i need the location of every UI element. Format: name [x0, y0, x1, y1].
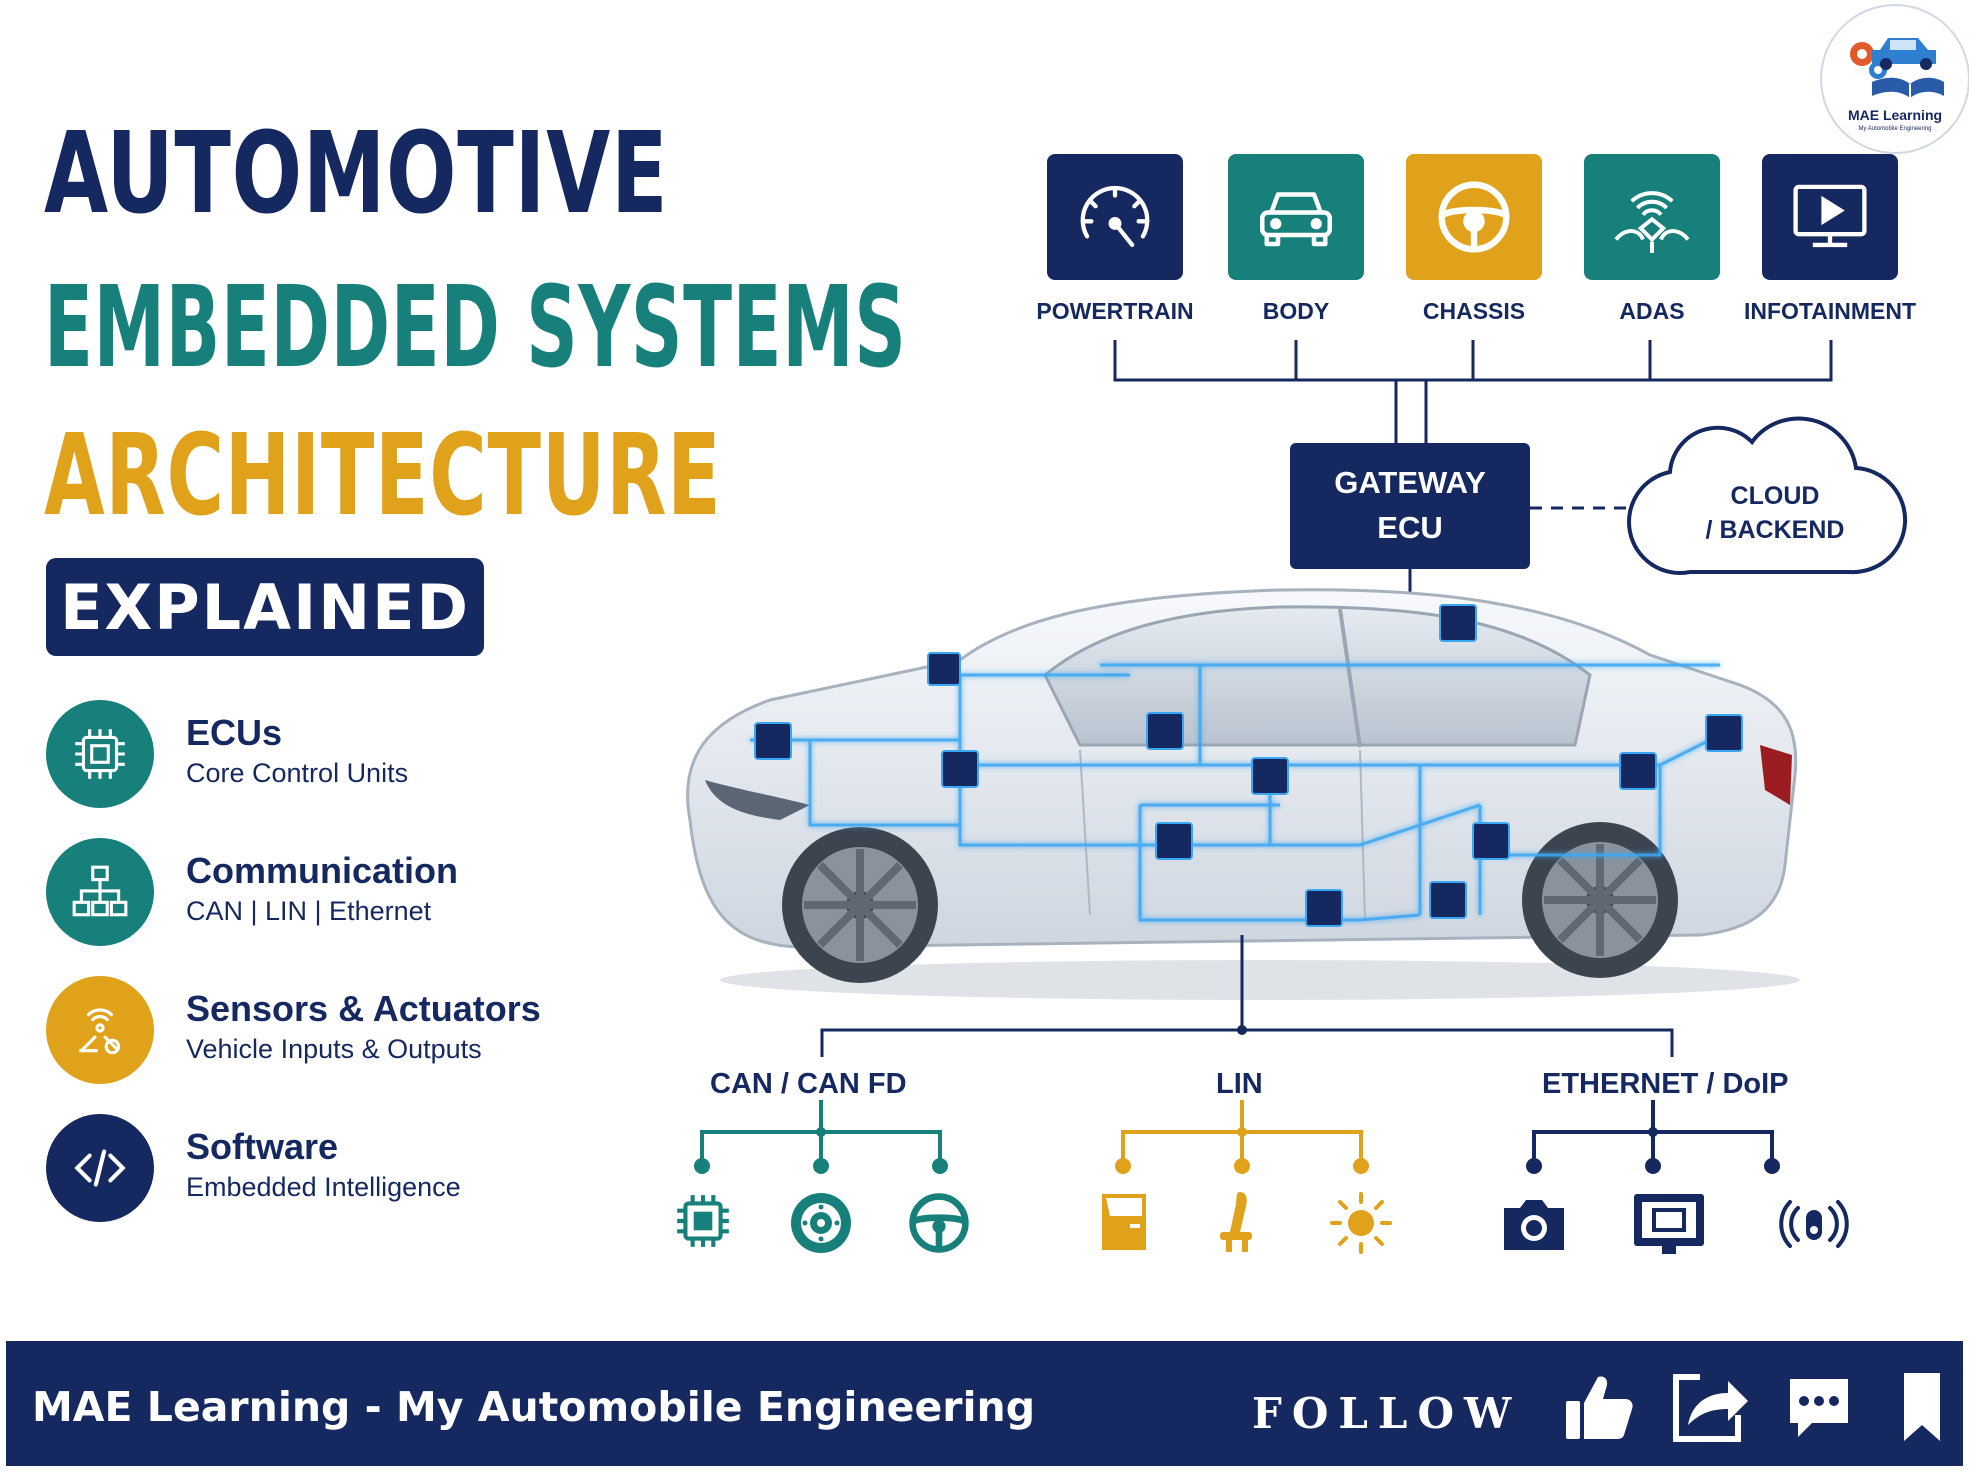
front-wheel — [782, 827, 938, 983]
feature-sensors-actuators: Sensors & Actuators Vehicle Inputs & Out… — [46, 976, 606, 1084]
wireless-sensor-icon — [1779, 1200, 1849, 1248]
gateway-line-1: GATEWAY — [1334, 465, 1486, 501]
follow-label: FOLLOW — [1252, 1389, 1522, 1438]
gateway-ecu-box: GATEWAY ECU — [1290, 443, 1530, 569]
ecu-chip — [1146, 712, 1184, 750]
logo-name: MAE Learning — [1847, 107, 1943, 123]
feature-subtitle: CAN | LIN | Ethernet — [186, 896, 432, 926]
bus-label-lin: LIN — [1216, 1068, 1263, 1100]
domain-label: POWERTRAIN — [1036, 298, 1194, 324]
thumbs-up-icon[interactable] — [1562, 1369, 1638, 1445]
domain-infotainment: INFOTAINMENT — [1741, 154, 1919, 325]
radar-icon — [1584, 154, 1720, 280]
ecu-chip — [1305, 889, 1343, 927]
domain-body: BODY — [1207, 154, 1385, 325]
footer-bar: MAE Learning - My Automobile Engineering… — [6, 1341, 1963, 1466]
gateway-line-2: ECU — [1377, 510, 1443, 545]
car-shadow — [720, 960, 1800, 1000]
steering-wheel-icon — [1406, 154, 1542, 280]
feature-ecus: ECUs Core Control Units — [46, 700, 606, 808]
ecu-chip — [1439, 604, 1477, 642]
car-front-icon — [1228, 154, 1364, 280]
feature-communication: Communication CAN | LIN | Ethernet — [46, 838, 606, 946]
ecu-chip — [754, 722, 792, 760]
comment-icon[interactable] — [1786, 1369, 1852, 1445]
title-line-1: AUTOMOTIVE — [44, 109, 669, 239]
feature-title: Sensors & Actuators — [186, 988, 541, 1029]
domain-chassis: CHASSIS — [1385, 154, 1563, 325]
speedometer-icon — [1047, 154, 1183, 280]
bus-label-can: CAN / CAN FD — [710, 1068, 907, 1100]
domain-label: CHASSIS — [1422, 298, 1526, 324]
ecu-chip — [1705, 714, 1743, 752]
ecu-chip — [1155, 822, 1193, 860]
seat-icon — [1220, 1192, 1252, 1252]
chip-icon — [46, 700, 154, 808]
camera-icon — [1504, 1200, 1564, 1250]
feature-subtitle: Embedded Intelligence — [186, 1172, 461, 1202]
feature-subtitle: Vehicle Inputs & Outputs — [186, 1034, 482, 1064]
bus-label-ethernet: ETHERNET / DoIP — [1542, 1068, 1789, 1100]
car-illustration — [686, 588, 1800, 1000]
logo-tagline: My Automobile Engineering — [1858, 126, 1932, 132]
sensor-icon — [46, 976, 154, 1084]
mae-learning-logo: MAE Learning My Automobile Engineering — [1820, 4, 1969, 154]
domain-label: BODY — [1262, 298, 1330, 324]
title-line-3: ARCHITECTURE — [44, 411, 722, 541]
rear-wheel — [1522, 822, 1678, 978]
car-taillight — [1760, 745, 1792, 805]
ecu-chip — [1619, 752, 1657, 790]
display-icon — [1762, 154, 1898, 280]
ecu-chip — [1429, 881, 1467, 919]
feature-title: Software — [186, 1126, 339, 1167]
brake-disc-icon — [791, 1193, 851, 1253]
domain-label: ADAS — [1619, 298, 1685, 324]
cloud-backend-label: CLOUD / BACKEND — [1660, 480, 1890, 548]
code-icon — [46, 1114, 154, 1222]
feature-software: Software Embedded Intelligence — [46, 1114, 606, 1222]
cloud-shape — [1627, 416, 1908, 575]
title-line-2: EMBEDDED SYSTEMS — [44, 263, 907, 393]
feature-subtitle: Core Control Units — [186, 758, 409, 788]
light-icon — [1330, 1192, 1392, 1254]
chip-icon — [677, 1195, 729, 1247]
share-icon[interactable] — [1670, 1369, 1750, 1445]
cloud-line-1: CLOUD — [1730, 482, 1820, 510]
cloud-line-2: / BACKEND — [1705, 515, 1845, 544]
feature-title: ECUs — [186, 712, 283, 753]
display-icon — [1634, 1194, 1704, 1254]
explained-badge: EXPLAINED — [46, 558, 484, 656]
domain-label: INFOTAINMENT — [1743, 298, 1917, 324]
logo-emblem-icon — [1850, 38, 1944, 98]
feature-title: Communication — [186, 850, 459, 891]
domain-adas: ADAS — [1563, 154, 1741, 325]
door-icon — [1102, 1194, 1146, 1250]
network-hierarchy-icon — [46, 838, 154, 946]
ecu-chip — [941, 750, 979, 788]
ecu-chips — [754, 604, 1743, 927]
footer-brand-text: MAE Learning - My Automobile Engineering — [32, 1383, 1036, 1431]
ecu-chip — [927, 652, 961, 686]
bookmark-icon[interactable] — [1900, 1369, 1944, 1445]
steering-wheel-icon — [909, 1193, 969, 1253]
ecu-chip — [1472, 822, 1510, 860]
domain-powertrain: POWERTRAIN — [1026, 154, 1204, 325]
car-headlight — [705, 780, 810, 820]
ecu-chip — [1251, 757, 1289, 795]
